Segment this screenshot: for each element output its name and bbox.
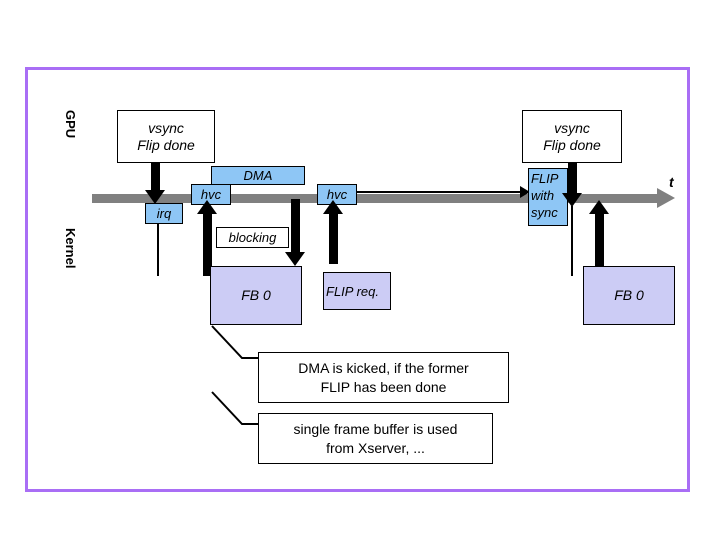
lifeline-irq [157,224,159,276]
vsync-right-line2: Flip done [543,136,601,153]
note-box-dma[interactable]: DMA is kicked, if the former FLIP has be… [258,352,509,403]
arrow-vsync-to-irq-head [145,190,165,204]
lane-label-gpu: GPU [63,110,78,139]
arrow-to-hvc2-shaft [329,212,338,264]
event-box-hvc-2[interactable]: hvc [317,184,357,205]
timeline-arrowhead [657,188,675,208]
arrow-vsync-to-irq-shaft [151,163,160,192]
arrow-to-hvc1-shaft [203,212,212,276]
arrow-dma-to-fb-shaft [291,199,300,254]
event-box-vsync-right[interactable]: vsync Flip done [522,110,622,163]
arrow-fb-right-to-timeline-shaft [595,212,604,274]
arrow-to-hvc2-head [323,200,343,214]
arrow-hvc2-to-flip-head [520,186,530,198]
note-fb-line1: single frame buffer is used [293,421,458,438]
vsync-right-line1: vsync [554,120,590,137]
vsync-left-line1: vsync [148,120,184,137]
framebuffer-box-right[interactable]: FB 0 [583,266,675,325]
event-box-irq[interactable]: irq [145,203,183,224]
arrow-vsync-right-head [562,193,582,207]
note-dma-line2: FLIP has been done [320,378,447,395]
arrow-fb-right-to-timeline-head [589,200,609,214]
lane-label-kernel: Kernel [63,228,78,269]
event-box-flip-with-sync[interactable]: FLIP with sync [528,168,568,226]
flip-with-sync-line1: FLIP [531,171,559,186]
event-box-flip-req[interactable]: FLIP req. [323,272,391,310]
flip-with-sync-line2: with [531,188,555,204]
event-box-vsync-left[interactable]: vsync Flip done [117,110,215,163]
timeline-axis-variable: t [669,174,674,190]
event-box-blocking[interactable]: blocking [216,227,289,248]
lifeline-vsync-right [571,206,573,276]
arrow-hvc2-to-flip-shaft [357,191,522,193]
framebuffer-box-left[interactable]: FB 0 [210,266,302,325]
note-box-framebuffer[interactable]: single frame buffer is used from Xserver… [258,413,493,464]
vsync-left-line2: Flip done [137,136,195,153]
arrow-to-hvc1-head [197,200,217,214]
arrow-dma-to-fb-head [285,252,305,266]
slide-border [25,67,690,492]
note-dma-line1: DMA is kicked, if the former [298,360,469,377]
arrow-vsync-right-shaft [568,163,577,196]
note-fb-line2: from Xserver, ... [326,439,425,456]
flip-with-sync-line3: sync [531,205,558,221]
note-leader-lines [211,325,258,425]
timeline-bar [92,194,657,203]
event-box-dma[interactable]: DMA [211,166,305,185]
